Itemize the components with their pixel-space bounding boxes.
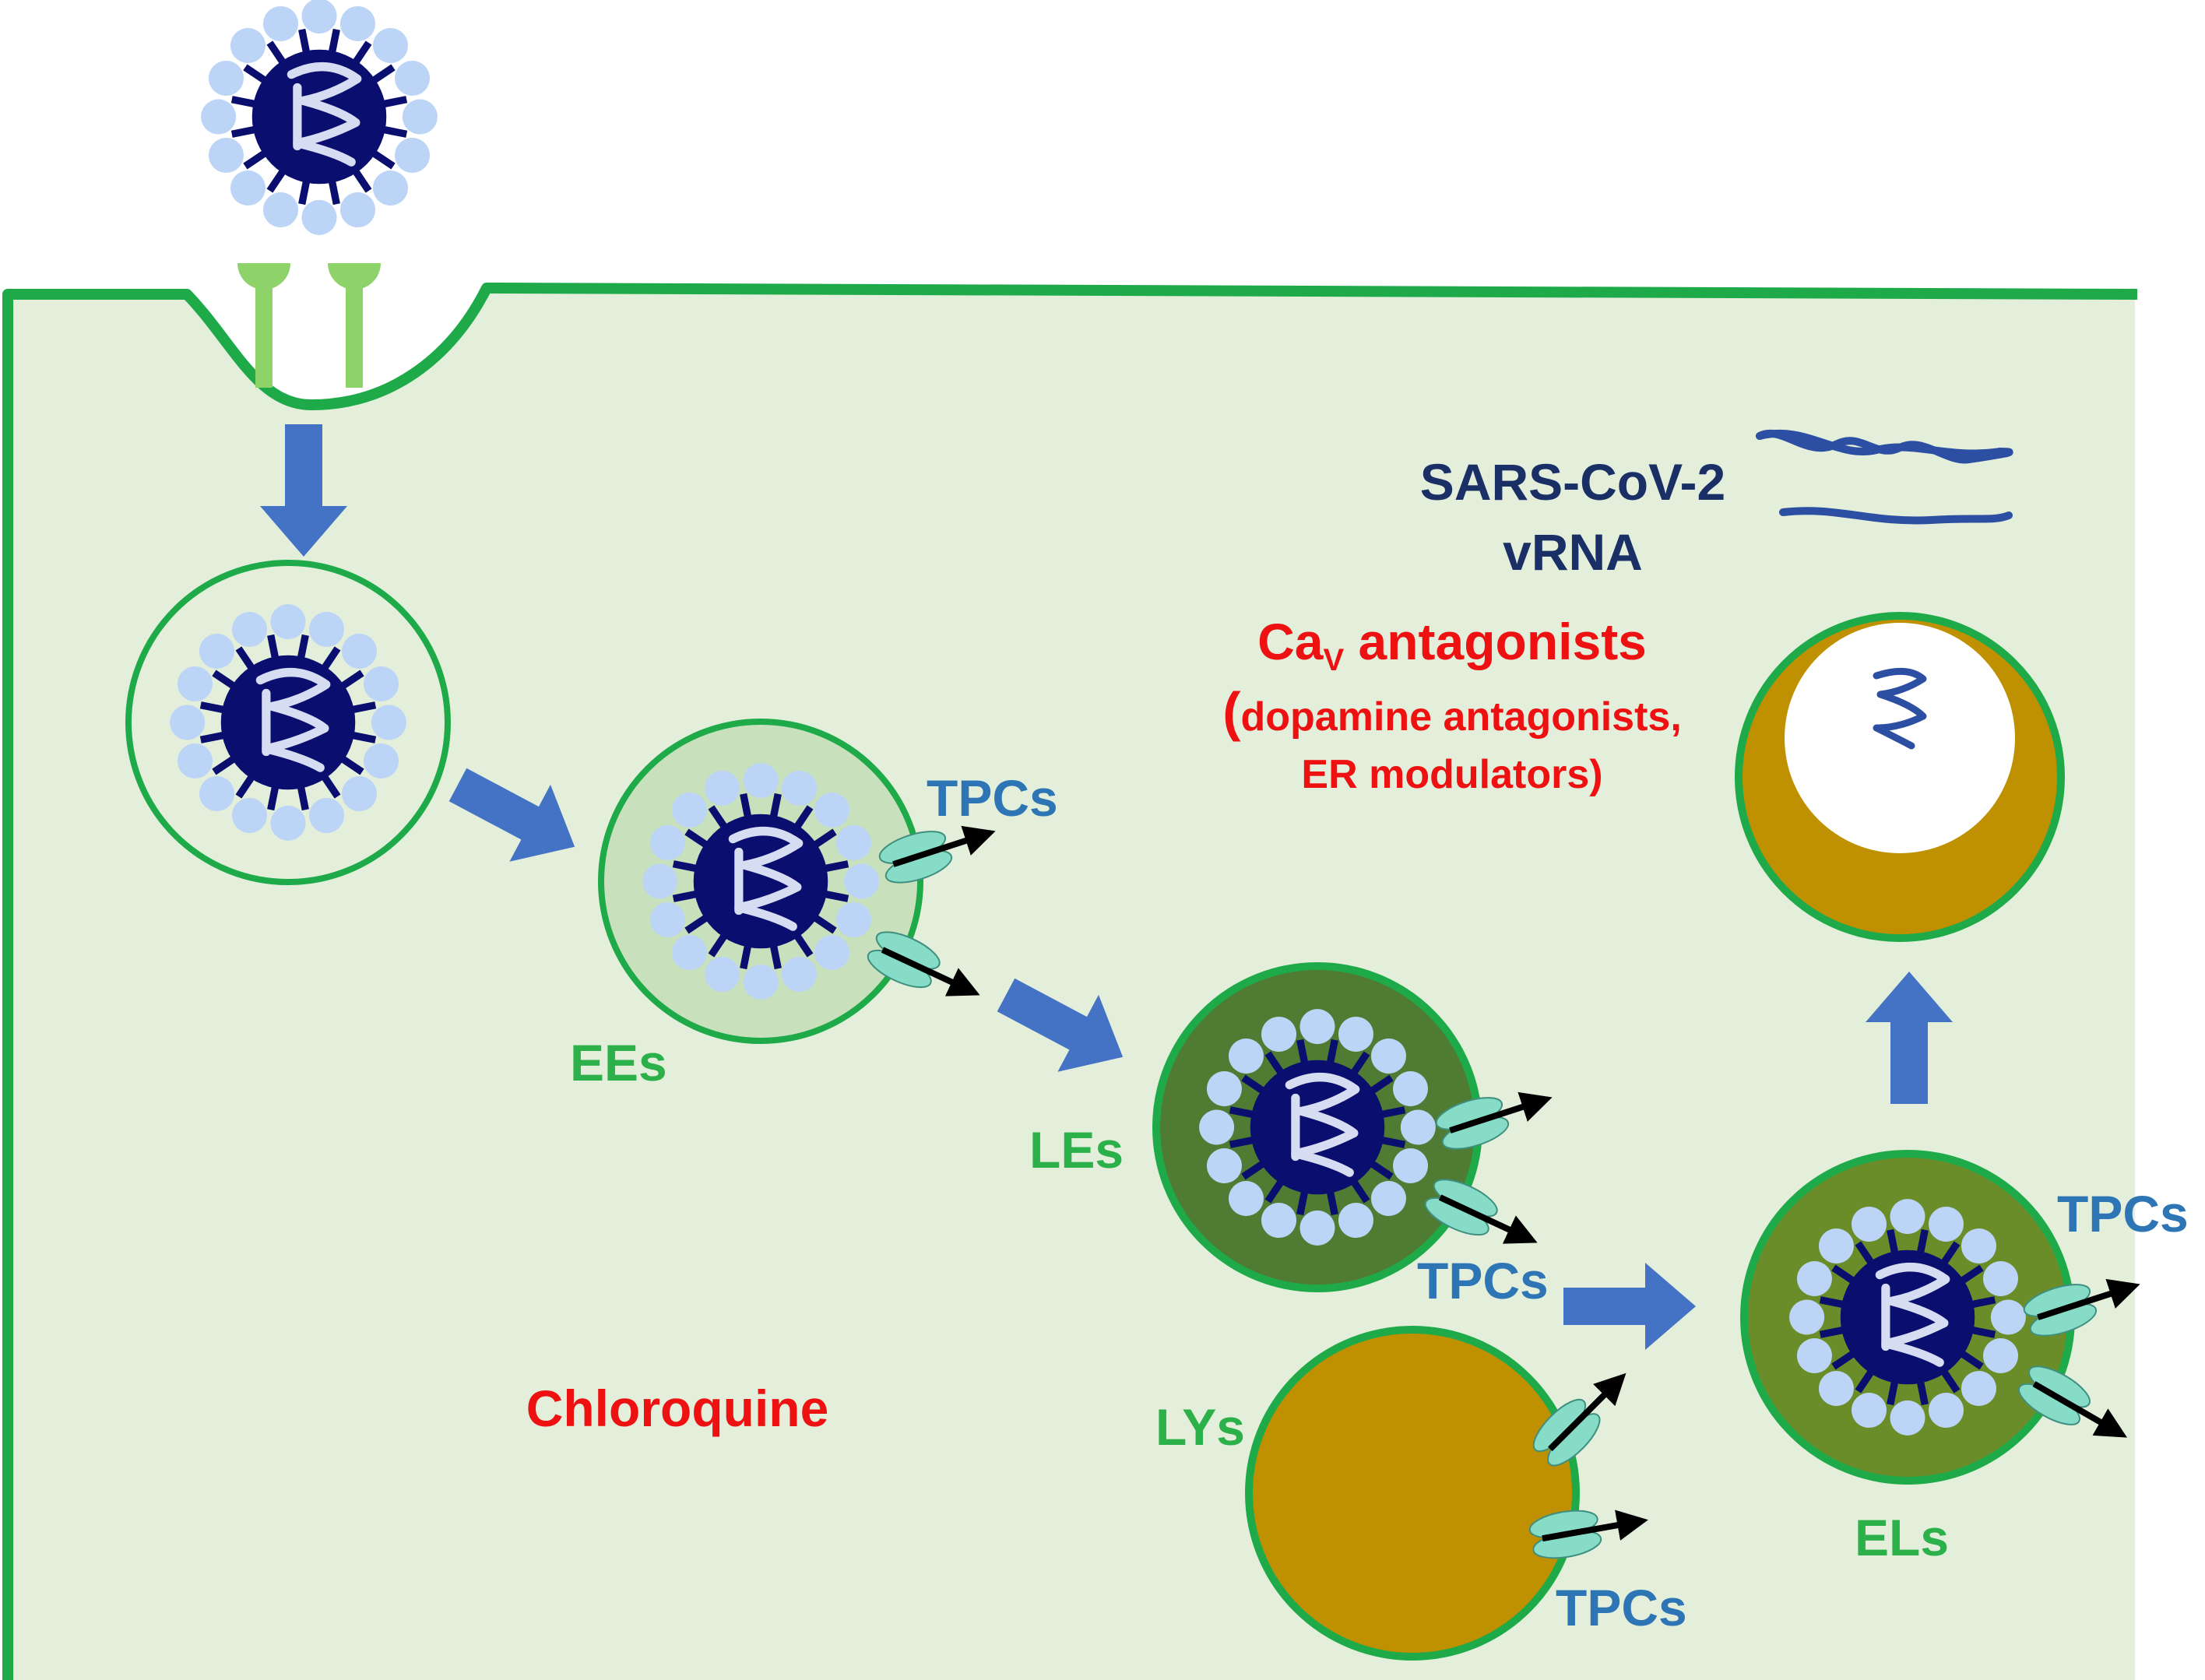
label-les: LEs [1029, 1121, 1124, 1179]
label-drugs-line2: ER modulators) [1301, 752, 1602, 797]
tpc-channel-icon [2018, 1365, 2128, 1438]
tpc-channel-icon [1424, 1179, 1538, 1244]
label-ees: EEs [570, 1034, 667, 1091]
label-vrna: vRNA [1503, 523, 1643, 581]
plasma-membrane [2, 283, 2138, 1680]
lysosome [1245, 1326, 1580, 1661]
tpc-channel-icon [1532, 1372, 1626, 1467]
tpc-channel-icon [867, 931, 980, 996]
label-sars-cov2: SARS-CoV-2 [1420, 453, 1725, 511]
label-lys: LYs [1155, 1398, 1245, 1456]
tpc-channels [867, 825, 2140, 1559]
receptor-icon [237, 263, 381, 388]
label-drugs-line1: (dopamine antagonists, [1222, 681, 1682, 742]
cell-cytoplasm [8, 288, 2135, 1680]
label-els: ELs [1855, 1509, 1949, 1566]
tpc-channel-icon [2023, 1278, 2140, 1337]
tpc-channel-icon [1528, 1510, 1648, 1559]
virus-icon [201, 0, 438, 235]
label-tpcs-el: TPCs [2057, 1185, 2189, 1242]
label-chloroquine: Chloroquine [526, 1379, 829, 1437]
label-cav-antagonists: CaV antagonists [1257, 613, 1647, 677]
label-tpcs-ly: TPCs [1556, 1579, 1687, 1636]
vrna-strand-icon [1756, 429, 2005, 458]
label-tpcs-ee: TPCs [927, 769, 1058, 827]
tpc-channel-icon [878, 825, 996, 884]
vrna-strand-icon [1873, 667, 1927, 750]
tpc-channel-icon [1435, 1091, 1553, 1150]
vrna-strand-icon [1779, 507, 2013, 525]
label-tpcs-le: TPCs [1417, 1252, 1549, 1309]
